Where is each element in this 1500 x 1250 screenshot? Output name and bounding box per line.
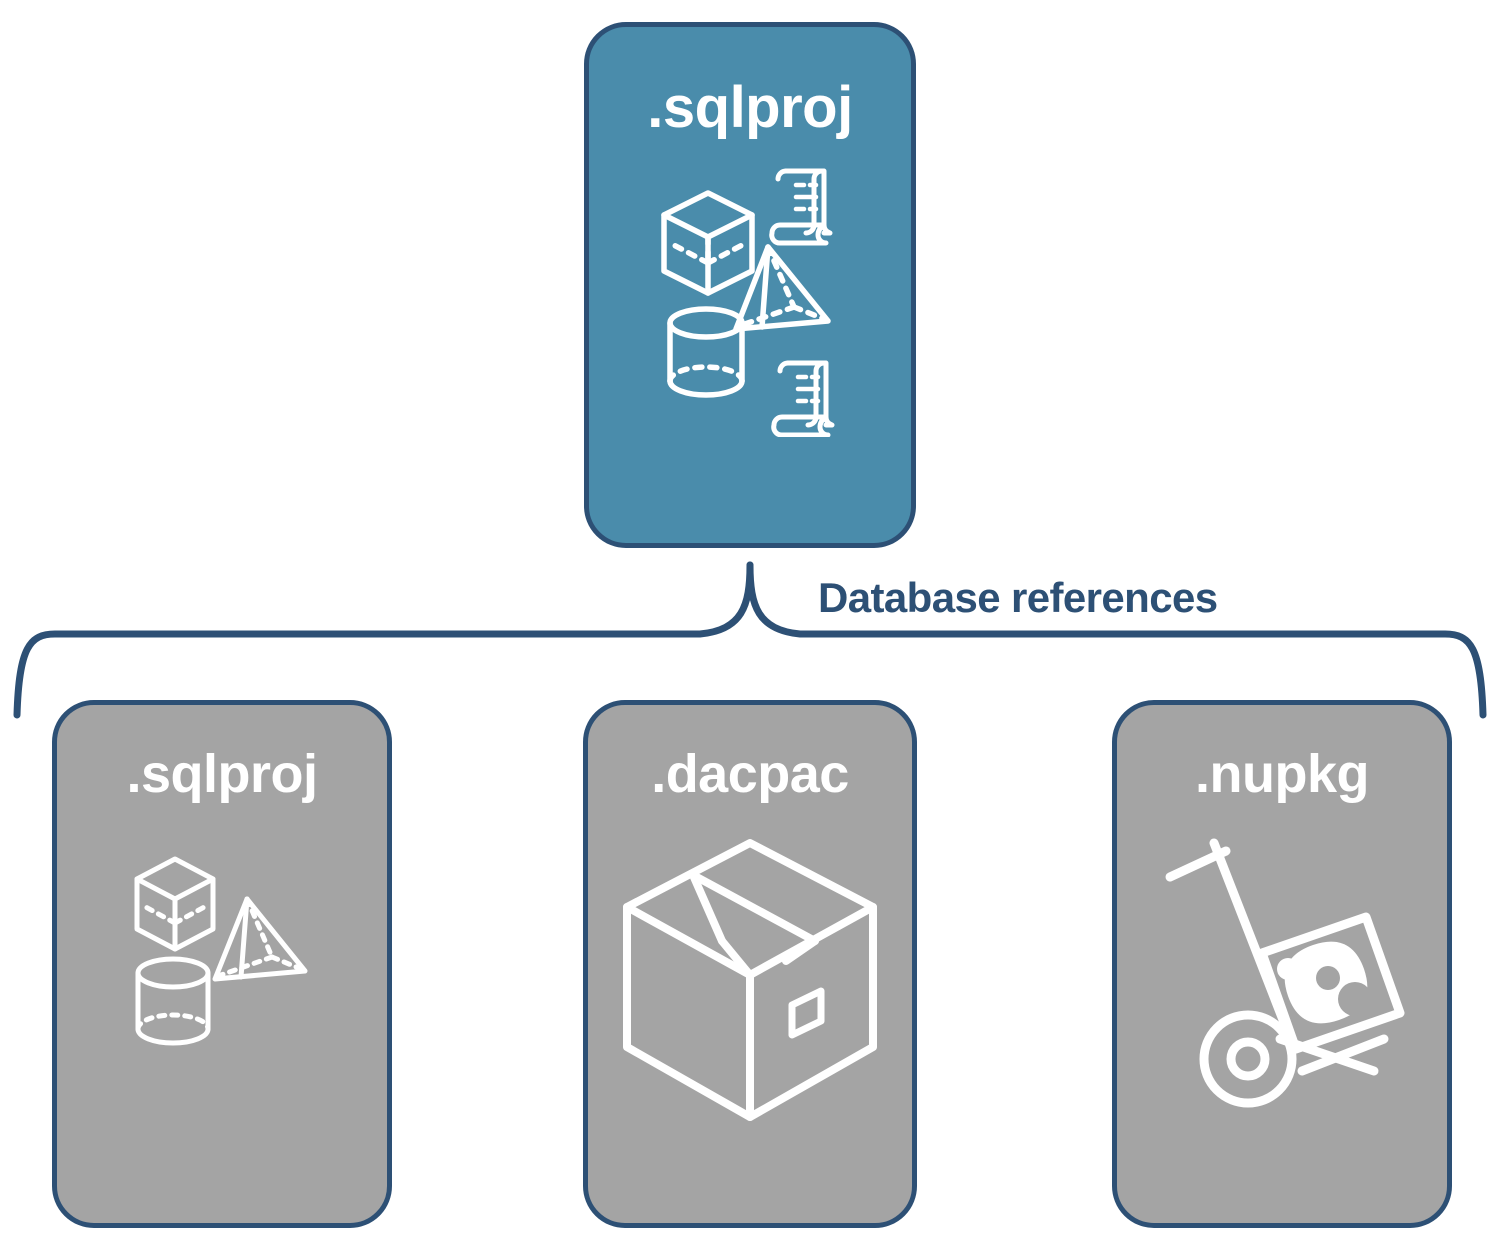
node-nupkg-art: [1117, 835, 1447, 1115]
node-sqlproj-source[interactable]: .sqlproj: [584, 22, 916, 548]
node-dacpac-art: [588, 835, 912, 1125]
package-box-icon: [1257, 912, 1405, 1054]
shipping-box-icon: [623, 839, 877, 1121]
cylinder-wireframe-icon: [135, 956, 211, 1046]
scroll-script-icon: [769, 168, 833, 246]
database-references-label: Database references: [818, 574, 1218, 621]
node-sqlproj-source-art: [589, 167, 911, 437]
node-nupkg-label: .nupkg: [1195, 744, 1369, 804]
pyramid-wireframe-icon: [733, 244, 831, 332]
node-nupkg[interactable]: .nupkg: [1112, 700, 1452, 1228]
cylinder-wireframe-icon: [667, 306, 745, 398]
cube-wireframe-icon: [134, 856, 216, 952]
node-sqlproj-reference-art: [57, 835, 387, 1065]
scroll-script-icon: [771, 360, 835, 437]
node-dacpac[interactable]: .dacpac: [583, 700, 917, 1228]
cube-wireframe-icon: [661, 190, 755, 296]
node-sqlproj-reference[interactable]: .sqlproj: [52, 700, 392, 1228]
node-dacpac-label: .dacpac: [651, 744, 849, 804]
node-sqlproj-reference-label: .sqlproj: [126, 744, 318, 804]
pyramid-wireframe-icon: [212, 896, 308, 982]
node-sqlproj-source-label: .sqlproj: [647, 75, 853, 140]
